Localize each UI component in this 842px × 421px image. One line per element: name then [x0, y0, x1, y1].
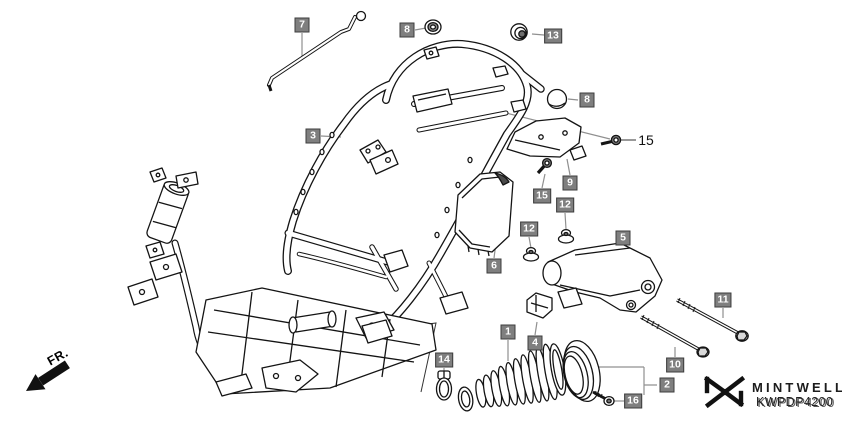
part-8-grommet: [424, 19, 442, 35]
part-9-bracket: [506, 117, 587, 161]
callout-4: 4: [527, 335, 543, 351]
part-15-bolt-a: [536, 157, 553, 175]
callout-14: 14: [435, 352, 453, 368]
callout-13: 13: [544, 28, 562, 44]
part-6-panel: [454, 171, 514, 257]
fr-arrow-icon: [26, 360, 70, 391]
callout-8: 8: [579, 92, 595, 108]
callout-15: 15: [638, 132, 654, 148]
callout-12: 12: [556, 197, 574, 213]
part-10-bolt: [640, 314, 710, 358]
part-16-screw: [592, 390, 615, 407]
part-2-ring: [562, 339, 601, 403]
callout-15: 15: [533, 188, 551, 204]
part-code: KWPDP4200: [757, 395, 835, 410]
callout-12: 12: [520, 221, 538, 237]
parts-sketches: [267, 10, 749, 412]
part-11-bolt: [676, 297, 749, 342]
part-1-bellows: [457, 343, 567, 412]
mintwell-logo-icon: [703, 375, 746, 409]
callout-10: 10: [666, 357, 684, 373]
callout-3: 3: [305, 128, 321, 144]
part-12-grommet-a: [557, 228, 575, 244]
part-7-rod: [267, 10, 367, 92]
callout-16: 16: [624, 393, 642, 409]
brand-watermark: MINTWELL KWPDP4200 KWPDP4200: [700, 374, 842, 419]
callout-2: 2: [659, 377, 675, 393]
part-12-grommet-b: [522, 246, 540, 262]
callout-5: 5: [615, 230, 631, 246]
brand-name: MINTWELL: [752, 380, 842, 395]
callout-11: 11: [714, 292, 732, 308]
frame-details: [127, 46, 527, 397]
part-8-cap: [546, 88, 568, 110]
part-code: KWPDP4200: [756, 395, 834, 409]
part-14-clamp: [435, 370, 453, 401]
callout-7: 7: [294, 17, 310, 33]
callout-9: 9: [562, 175, 578, 191]
part-15-bolt-b: [600, 134, 622, 146]
callout-6: 6: [486, 258, 502, 274]
part-13-grommet: [510, 23, 528, 41]
leader-lines: [301, 27, 724, 402]
part-4-rubber: [526, 292, 553, 319]
callout-8: 8: [399, 22, 415, 38]
part-5-hanger-link: [542, 242, 663, 313]
callout-1: 1: [500, 324, 516, 340]
